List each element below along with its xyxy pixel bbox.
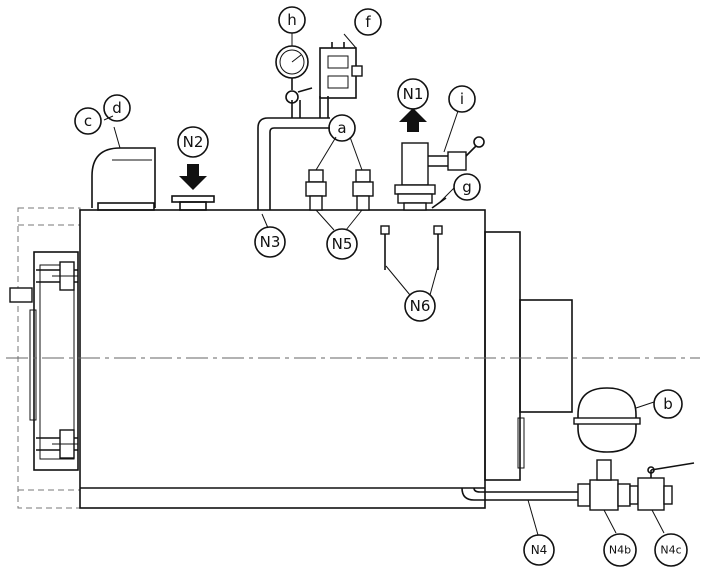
label-f: f [354,8,382,36]
expansion-vessel [573,387,641,453]
svg-text:h: h [287,11,297,29]
label-n4: N4 [523,534,555,566]
n4-drain-line [461,487,580,501]
svg-text:N6: N6 [410,297,431,315]
label-c: c [74,107,102,135]
label-n1: N1 [397,78,429,110]
burner-door [9,251,79,471]
n3-pipe [257,96,330,210]
label-b: b [653,389,683,419]
g-fitting [431,197,447,209]
svg-text:c: c [84,112,92,130]
boiler-shell [79,209,486,509]
rear-flue-box [484,231,573,481]
svg-text:b: b [663,395,673,413]
svg-text:d: d [112,99,122,117]
safety-valve-right [352,169,374,211]
door-hinge-bottom [36,429,78,459]
svg-text:N4c: N4c [660,544,681,557]
label-n2: N2 [177,126,209,158]
n1-arrow-icon [399,108,427,132]
leader-lines [103,33,665,536]
label-n4c: N4c [654,533,688,567]
pressure-gauge [275,45,313,104]
label-a: a [328,114,356,142]
label-g: g [453,173,481,201]
svg-text:N2: N2 [183,133,204,151]
pressure-switch [319,42,363,99]
door-hinge-top [36,261,78,291]
label-d: d [103,94,131,122]
svg-text:N4: N4 [531,543,548,557]
n4b-tee [577,459,631,511]
n4c-ball-valve [629,462,695,511]
svg-text:f: f [365,13,371,31]
flue-collar [91,147,156,211]
label-n6: N6 [404,290,436,322]
label-i: i [448,85,476,113]
svg-text:N1: N1 [403,85,424,103]
svg-text:N4b: N4b [609,544,631,557]
svg-text:N3: N3 [260,233,281,251]
svg-text:N5: N5 [332,235,353,253]
svg-text:g: g [462,178,472,196]
n1-outlet-valve [394,136,485,211]
label-n4b: N4b [603,533,637,567]
n2-arrow-icon [179,164,207,190]
safety-valve-left [305,169,327,211]
svg-text:a: a [337,119,346,137]
label-h: h [278,6,306,34]
n6-sensor-wells [380,225,443,270]
n2-flange [171,195,215,211]
label-n5: N5 [326,228,358,260]
label-n3: N3 [254,226,286,258]
svg-text:i: i [460,90,464,108]
